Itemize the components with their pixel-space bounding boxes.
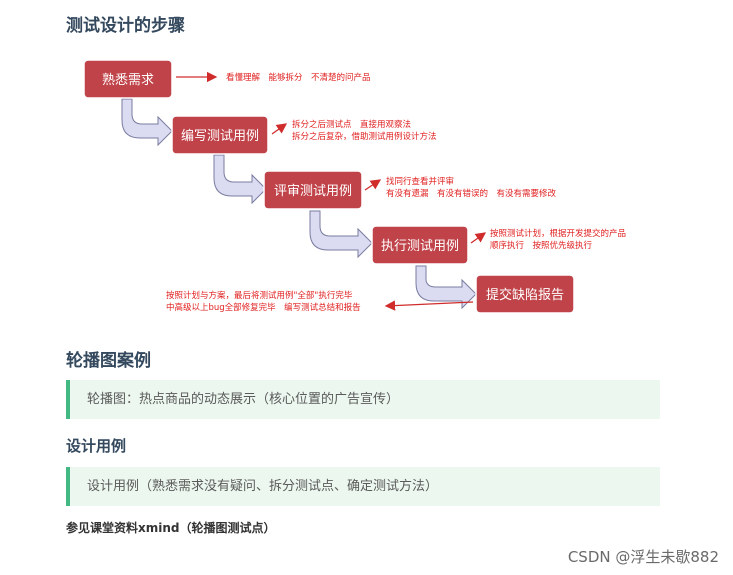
step-box-3 bbox=[263, 170, 363, 210]
step-box-5 bbox=[475, 274, 575, 314]
note-step4-line1: 按照测试计划，根据开发提交的产品 bbox=[490, 228, 626, 239]
connector-arrow-4 bbox=[415, 265, 477, 310]
note-arrow-4 bbox=[470, 232, 487, 244]
note-step5-line1: 按照计划与方案，最后将测试用例"全部"执行完毕 bbox=[166, 290, 353, 301]
carousel-definition-quote: 轮播图：热点商品的动态展示（核心位置的广告宣传） bbox=[66, 380, 660, 419]
note-arrow-5 bbox=[384, 300, 474, 311]
connector-arrow-3 bbox=[309, 210, 373, 259]
reference-note: 参见课堂资料xmind（轮播图测试点） bbox=[66, 521, 276, 535]
note-step3-line1: 找同行查看并评审 bbox=[386, 176, 454, 187]
page-title: 测试设计的步骤 bbox=[66, 16, 185, 36]
note-step4-line2: 顺序执行 按照优先级执行 bbox=[490, 240, 593, 251]
note-step2-line1: 拆分之后测试点 直接用观察法 bbox=[292, 119, 411, 130]
note-arrow-2 bbox=[271, 123, 288, 135]
step-label-5: 提交缺陷报告 bbox=[486, 287, 564, 303]
design-section-title: 设计用例 bbox=[66, 437, 127, 455]
connector-arrow-1 bbox=[121, 98, 173, 147]
connector-arrow-2 bbox=[213, 154, 267, 205]
note-step5-line2: 中高级以上bug全部修复完毕 编写测试总结和报告 bbox=[166, 302, 361, 313]
carousel-section-title: 轮播图案例 bbox=[66, 351, 151, 371]
csdn-watermark: CSDN @浮生未歇882 bbox=[567, 548, 719, 566]
step-box-4 bbox=[371, 225, 469, 265]
step-label-4: 执行测试用例 bbox=[381, 239, 459, 254]
step-label-2: 编写测试用例 bbox=[181, 129, 259, 144]
note-step2-line2: 拆分之后复杂，借助测试用例设计方法 bbox=[292, 131, 437, 142]
note-step1: 看懂理解 能够拆分 不清楚的问产品 bbox=[226, 72, 371, 83]
design-steps-quote: 设计用例（熟悉需求没有疑问、拆分测试点、确定测试方法） bbox=[66, 467, 660, 506]
note-step3-line2: 有没有遗漏 有没有错误的 有没有需要修改 bbox=[386, 188, 557, 199]
step-label-3: 评审测试用例 bbox=[274, 184, 352, 199]
step-box-1 bbox=[83, 59, 173, 99]
step-box-2 bbox=[171, 115, 269, 155]
note-arrow-3 bbox=[364, 179, 382, 191]
step-label-1: 熟悉需求 bbox=[102, 72, 154, 88]
test-design-flow-diagram: 熟悉需求 编写测试用例 评审测试用例 执行测试用例 提交缺陷报告 看懂理解 能够… bbox=[64, 44, 664, 324]
